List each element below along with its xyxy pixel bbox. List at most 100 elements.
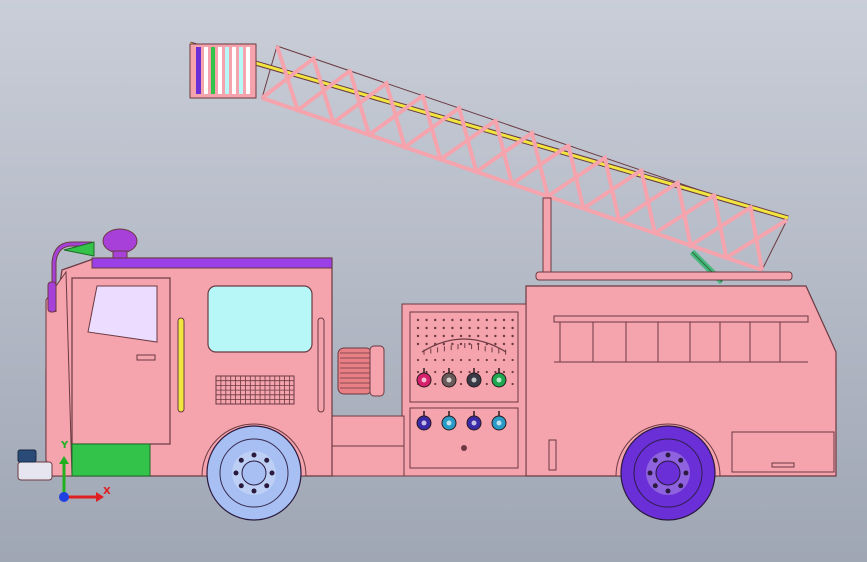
rivet xyxy=(485,326,488,330)
rivet xyxy=(502,326,506,330)
rivet xyxy=(468,358,471,362)
mirror-bracket xyxy=(63,241,95,257)
rivet xyxy=(442,334,445,338)
rivet xyxy=(451,358,454,362)
rivet xyxy=(459,358,463,362)
rivet xyxy=(477,318,480,322)
lug-nut xyxy=(251,452,257,458)
rivet xyxy=(425,334,428,338)
side-mirror-arm xyxy=(52,242,92,312)
rivet xyxy=(511,334,514,338)
rivet xyxy=(425,318,428,322)
rivet xyxy=(451,334,454,338)
hose-reel[interactable] xyxy=(337,345,385,397)
valve-row-upper[interactable] xyxy=(416,368,507,388)
cab-grab-handle-left[interactable] xyxy=(177,317,185,413)
rivet xyxy=(477,370,480,374)
rivet xyxy=(477,334,480,338)
lug-nut xyxy=(264,457,270,463)
ladder-support-column xyxy=(542,197,552,277)
rivet xyxy=(416,334,420,338)
rivet xyxy=(468,342,471,346)
valve[interactable] xyxy=(491,411,507,431)
side-mirror-glass xyxy=(47,281,57,313)
roof-beacon-base xyxy=(112,250,128,259)
rivet xyxy=(468,318,471,322)
rivet xyxy=(425,326,428,330)
rivet xyxy=(451,342,454,346)
rivet xyxy=(442,358,445,362)
rivet xyxy=(416,342,420,346)
rivet xyxy=(451,370,454,374)
aerial-ladder[interactable] xyxy=(189,41,789,285)
front-wheel[interactable] xyxy=(201,423,307,521)
rivet xyxy=(502,318,506,322)
pressure-gauge xyxy=(421,338,507,353)
valve-row-lower[interactable] xyxy=(416,411,507,431)
rivet xyxy=(442,342,445,346)
valve[interactable] xyxy=(416,411,432,431)
lug-nut xyxy=(665,452,671,458)
rivet xyxy=(511,382,514,386)
lug-nut xyxy=(678,457,684,463)
rear-compartment-door[interactable] xyxy=(731,431,835,473)
cab-grab-handle-right[interactable] xyxy=(317,317,325,413)
lug-nut xyxy=(652,457,658,463)
rivet xyxy=(502,358,506,362)
valve-highlight xyxy=(496,420,502,426)
valve[interactable] xyxy=(466,368,482,388)
roof-beacon xyxy=(102,228,138,254)
valve-highlight xyxy=(446,420,452,426)
cab-door-window xyxy=(87,285,158,343)
rivet xyxy=(511,326,514,330)
rivet xyxy=(468,334,471,338)
rivet xyxy=(494,342,497,346)
triad-y-label: Y xyxy=(61,440,69,451)
cab-door-handle[interactable] xyxy=(136,354,156,361)
rivet xyxy=(494,318,497,322)
front-lamp xyxy=(17,449,37,463)
rivet xyxy=(442,370,445,374)
rivet xyxy=(434,358,437,362)
cab-rear-window xyxy=(207,285,313,353)
valve[interactable] xyxy=(491,368,507,388)
valve[interactable] xyxy=(441,411,457,431)
triad-x-arrow xyxy=(96,492,104,502)
rivet xyxy=(485,318,488,322)
rivet xyxy=(434,382,437,386)
rivet xyxy=(511,358,514,362)
rivet xyxy=(416,326,420,330)
rivet xyxy=(416,318,420,322)
front-step-panel xyxy=(71,443,151,477)
pump-panel[interactable] xyxy=(401,303,527,477)
rear-body[interactable] xyxy=(525,271,837,477)
rivet xyxy=(494,370,497,374)
ladder-lattice xyxy=(260,55,764,271)
lug-nut xyxy=(264,483,270,489)
valve[interactable] xyxy=(466,411,482,431)
valve[interactable] xyxy=(416,368,432,388)
coordinate-triad[interactable] xyxy=(59,456,104,502)
cab[interactable] xyxy=(17,228,333,481)
rivet xyxy=(494,334,497,338)
ladder-top-rail-highlight xyxy=(189,42,789,220)
rear-wheel[interactable] xyxy=(615,423,721,521)
mid-chassis xyxy=(329,415,405,477)
rivet xyxy=(425,358,428,362)
valve-highlight xyxy=(446,377,452,383)
rivet xyxy=(416,370,420,374)
pump-panel-rivets xyxy=(416,318,514,386)
lug-nut xyxy=(665,488,671,494)
rivet xyxy=(451,326,454,330)
lug-nut xyxy=(652,483,658,489)
valve[interactable] xyxy=(441,368,457,388)
rivet xyxy=(425,342,428,346)
rear-side-handle xyxy=(548,439,557,471)
lug-nut xyxy=(238,483,244,489)
front-bumper xyxy=(17,461,53,481)
rivet xyxy=(477,358,480,362)
pressure-gauge-ticks xyxy=(423,343,507,355)
cab-front-nose xyxy=(45,270,73,477)
